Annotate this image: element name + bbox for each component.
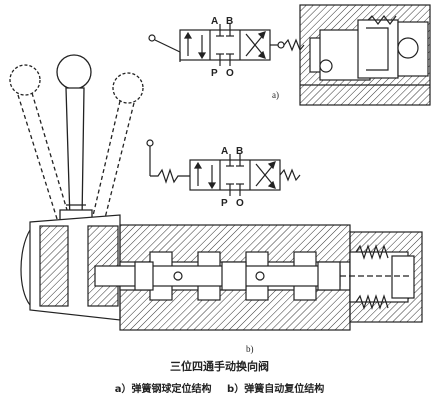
valve-body-b — [189, 159, 281, 191]
caption-title: 三位四通手动换向阀 — [170, 360, 269, 373]
port-b-label: B — [226, 16, 233, 27]
port-a-label-b: A — [221, 146, 228, 157]
port-b-label-b: B — [236, 146, 243, 157]
steel-ball — [319, 59, 333, 73]
spool — [94, 265, 341, 287]
caption-sub-a: a）弹簧钢球定位结构 — [114, 384, 212, 395]
port-p-label-b: P — [221, 198, 228, 209]
figure-b-tag: b) — [246, 344, 254, 354]
lever-knob — [148, 34, 156, 42]
symbol-a — [148, 24, 305, 66]
port-p-label: P — [211, 68, 218, 79]
valve-body-a — [179, 29, 271, 61]
port-o-label: O — [226, 68, 234, 79]
detent-detail — [299, 4, 431, 106]
lever-line — [154, 39, 181, 53]
caption-subtitles: a）弹簧钢球定位结构 b）弹簧自动复位结构 — [0, 380, 439, 395]
symbol-b — [146, 139, 301, 196]
lever-ball — [56, 54, 92, 90]
port-a-label: A — [211, 16, 218, 27]
valve-body-section — [20, 214, 423, 331]
caption-sub-b: b）弹簧自动复位结构 — [227, 384, 325, 395]
port-o-label-b: O — [236, 198, 244, 209]
figure-a-tag: a) — [272, 90, 279, 100]
